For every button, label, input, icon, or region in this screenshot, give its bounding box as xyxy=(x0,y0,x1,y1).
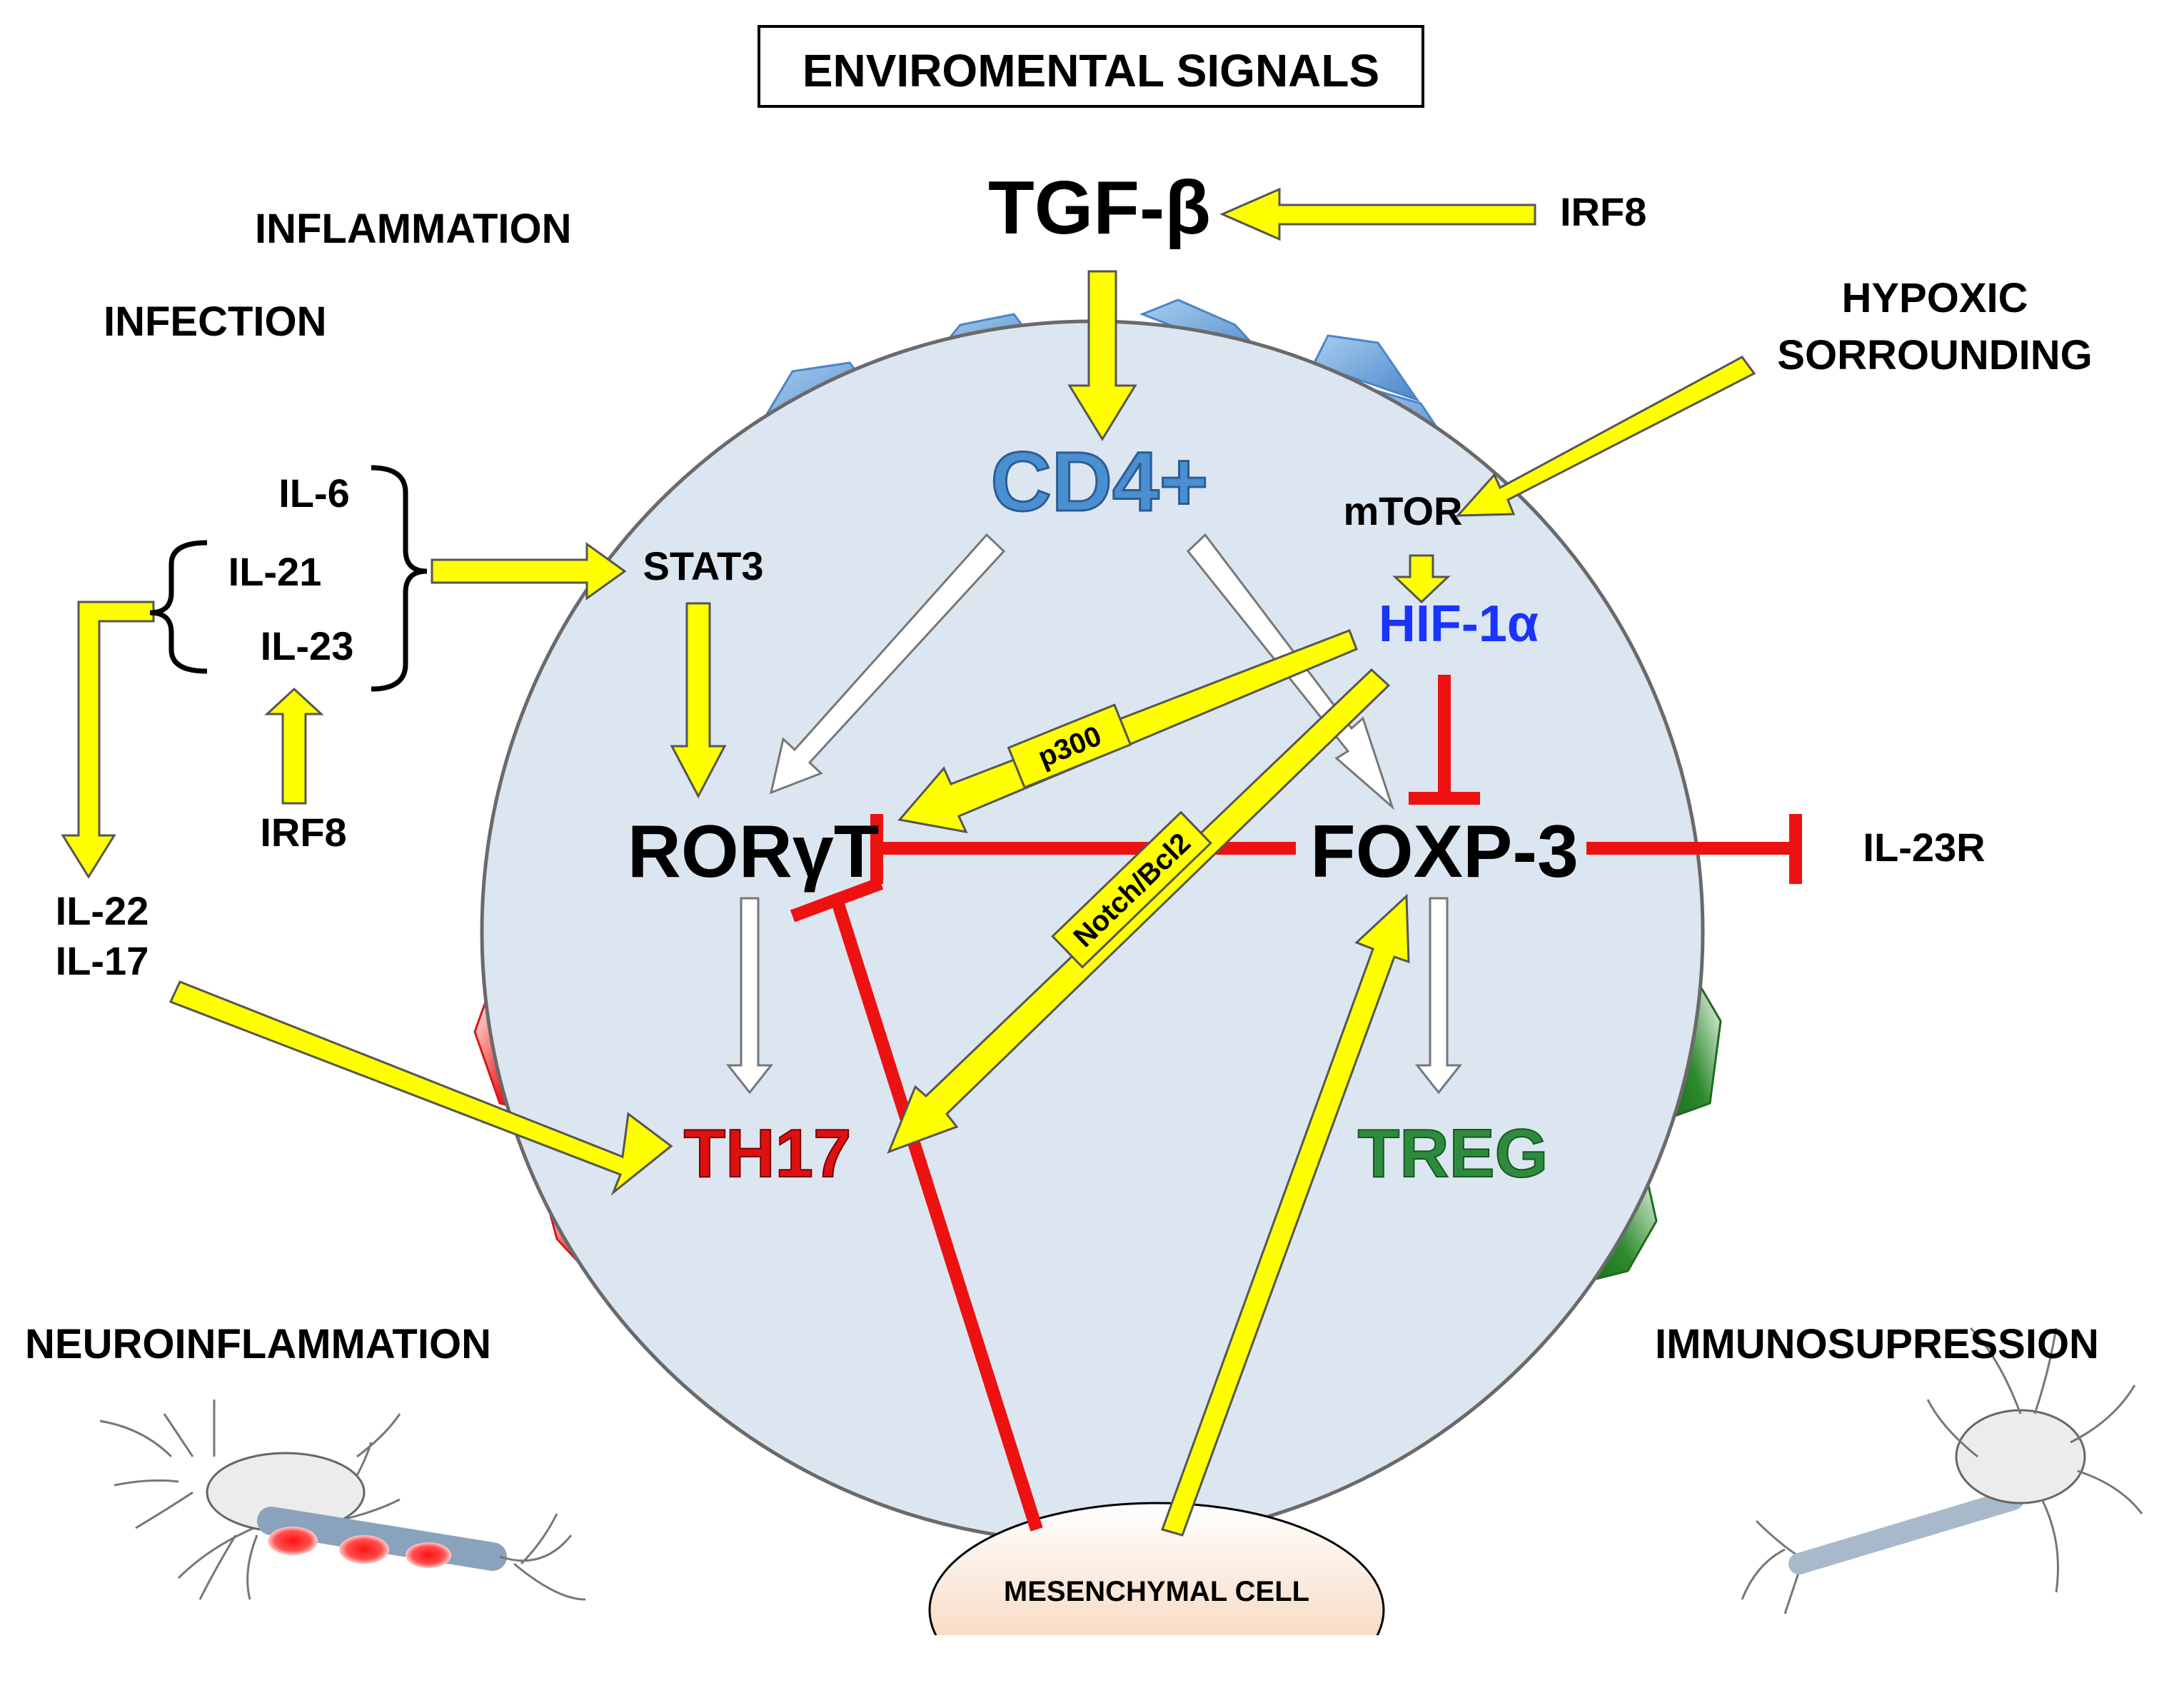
irf8-to-il23-arrow xyxy=(264,687,324,805)
foxp3-label: FOXP-3 xyxy=(1310,810,1579,893)
il21-label: IL-21 xyxy=(228,549,322,594)
rorgt-to-th17-arrow xyxy=(725,897,774,1095)
hif1a-label: HIF-1α xyxy=(1379,596,1539,653)
il22-label: IL-22 xyxy=(56,888,149,933)
mesenchymal-inhibits-rorgt xyxy=(830,898,1043,1532)
mesenchymal-cell-label: MESENCHYMAL CELL xyxy=(1004,1576,1309,1607)
rorgt-label: RORγT xyxy=(628,810,879,893)
axon-left xyxy=(257,1507,507,1571)
hypoxia-to-mtor-arrow xyxy=(1455,356,1756,517)
stat3-label: STAT3 xyxy=(643,543,763,588)
hypoxic-label-line1: HYPOXIC xyxy=(1841,275,2028,321)
immunosuppression-label: IMMUNOSUPRESSION xyxy=(1655,1321,2099,1367)
neuron-myelinated xyxy=(1741,1327,2143,1614)
il23-label: IL-23 xyxy=(261,623,354,668)
il17-label: IL-17 xyxy=(56,938,149,983)
title-box: ENVIROMENTAL SIGNALS xyxy=(758,25,1424,108)
infection-label: INFECTION xyxy=(104,298,327,345)
demyelination-spots xyxy=(268,1527,451,1568)
left-curly-bracket xyxy=(149,540,208,674)
title: ENVIROMENTAL SIGNALS xyxy=(802,45,1379,96)
mesenchymal-cell xyxy=(921,1502,1392,1683)
inhibition-lines xyxy=(790,675,1802,1532)
irf8-left-label: IRF8 xyxy=(260,810,346,855)
cytokine-brackets xyxy=(149,465,428,692)
tgf-to-cd4-arrow xyxy=(1067,270,1137,441)
inflammation-label: INFLAMMATION xyxy=(255,206,572,252)
foxp3-to-treg-arrow xyxy=(1414,897,1463,1095)
mtor-label: mTOR xyxy=(1344,488,1463,533)
cytokines-to-il22-il17-arrow xyxy=(61,601,155,879)
hypoxic-label-line2: SORROUNDING xyxy=(1777,332,2092,378)
cd4-to-rorgt-arrow xyxy=(769,533,1006,795)
il6-label: IL-6 xyxy=(278,471,350,516)
neuron-demyelinated xyxy=(99,1399,586,1601)
il17-to-th17-arrow xyxy=(168,980,673,1196)
mtor-to-hif-arrow xyxy=(1392,554,1451,604)
irf8-to-tgf-arrow xyxy=(1219,187,1536,241)
irf8-top-label: IRF8 xyxy=(1560,189,1646,234)
hif-to-rorgt-p300-arrow xyxy=(897,629,1358,833)
cytokines-to-stat3-arrow xyxy=(431,542,627,601)
tgf-beta-label: TGF-β xyxy=(988,166,1211,250)
axon-right xyxy=(1788,1489,2024,1574)
neuron-soma-right xyxy=(1955,1409,2086,1504)
il23r-label: IL-23R xyxy=(1863,825,1985,870)
treg-label: TREG xyxy=(1358,1115,1549,1192)
neuroinflammation-label: NEUROINFLAMMATION xyxy=(25,1321,491,1367)
mesenchymal-to-foxp3-arrow xyxy=(1161,893,1410,1537)
stat3-to-rorgt-arrow xyxy=(670,602,727,799)
cd4-label: CD4+ xyxy=(991,435,1209,529)
th17-label: TH17 xyxy=(684,1115,852,1192)
right-curly-bracket xyxy=(371,465,428,692)
